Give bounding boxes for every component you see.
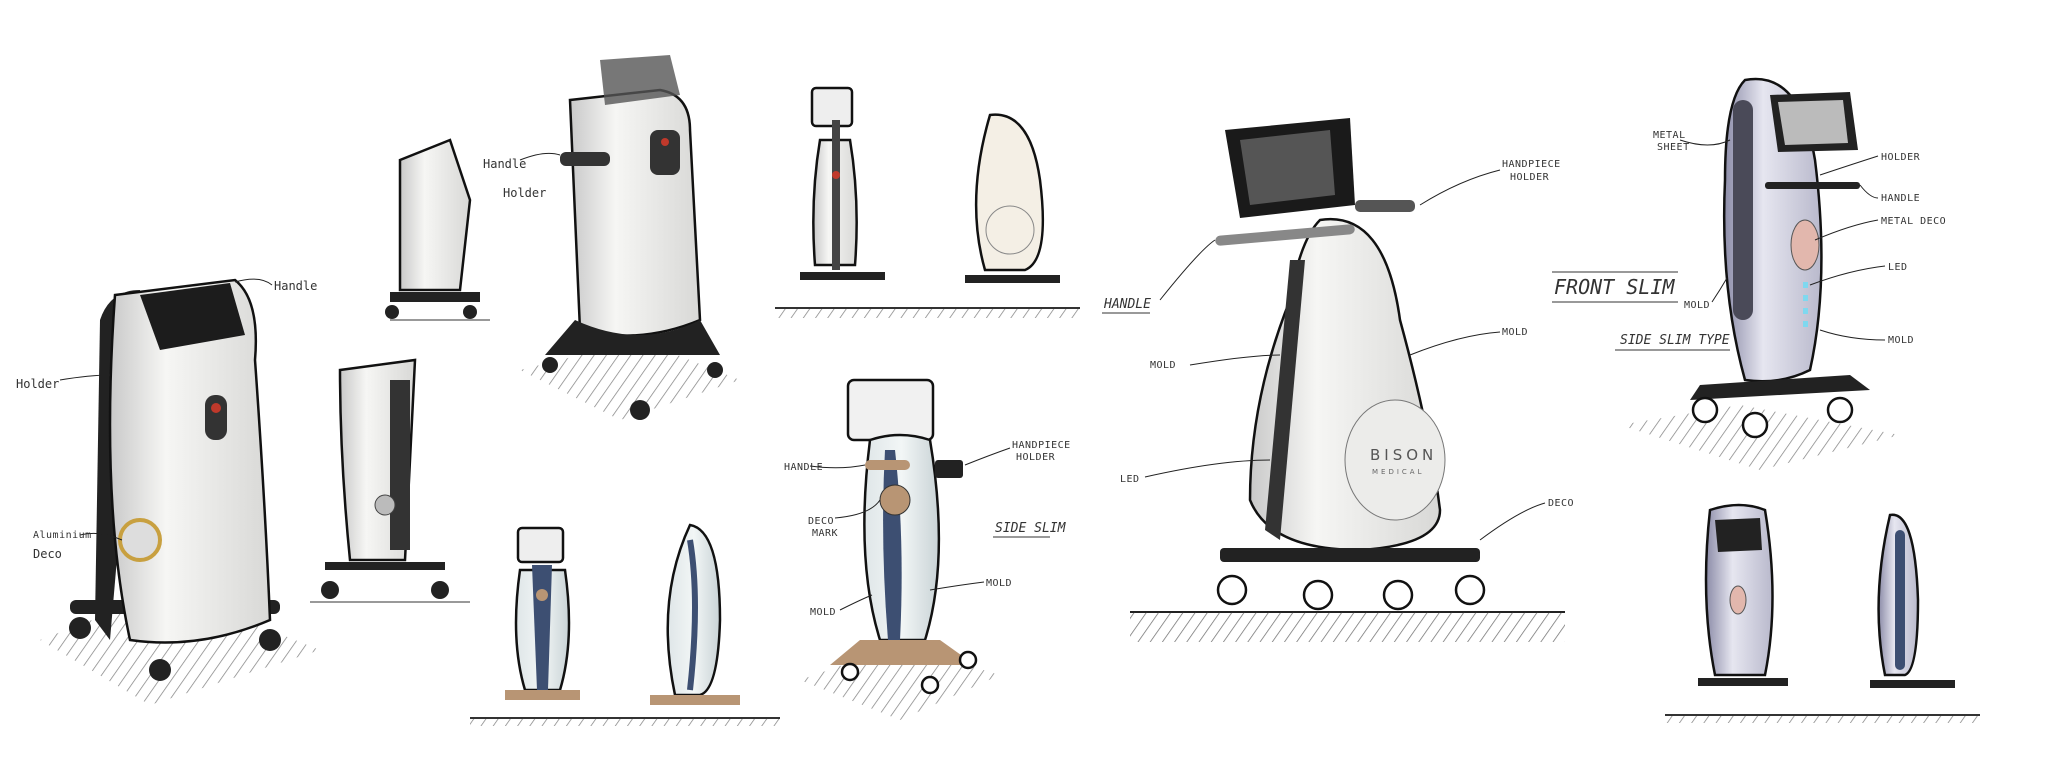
label-led: LED bbox=[1888, 262, 1908, 273]
screen bbox=[140, 283, 245, 350]
label-side-slim-title: SIDE SLIM bbox=[995, 521, 1067, 536]
device-sketch-side-small-a bbox=[385, 138, 490, 321]
label-deco: DECO bbox=[808, 516, 834, 527]
label-holder: HOLDER bbox=[1881, 152, 1921, 163]
device-sketch-side-slim: HANDLE HANDPIECE HOLDER DECO MARK SIDE S… bbox=[784, 378, 1071, 720]
label-mold-right: MOLD bbox=[1502, 327, 1528, 338]
body bbox=[568, 88, 702, 337]
device-sketch-large: BISON MEDICAL HANDLE HANDPIECE HOLDER MO… bbox=[1102, 118, 1574, 642]
device-sketch-lavender-front bbox=[1665, 503, 1980, 723]
label-handle: HANDLE bbox=[1103, 297, 1151, 312]
device-sketch-navy-front bbox=[470, 526, 780, 726]
label-mold-left: MOLD bbox=[1150, 360, 1176, 371]
label-metal: METAL bbox=[1653, 130, 1686, 141]
device-sketch-2: Handle Holder bbox=[483, 55, 740, 420]
device-sketch-side-top bbox=[965, 113, 1060, 283]
label-holder: HOLDER bbox=[1016, 452, 1056, 463]
brand-logo: BISON bbox=[1370, 446, 1437, 464]
device-sketch-front-slim: METAL SHEET HOLDER HANDLE METAL DECO LED… bbox=[1552, 77, 1946, 470]
label-holder: Holder bbox=[16, 377, 59, 391]
label-handle: HANDLE bbox=[784, 462, 823, 473]
label-handpiece: HANDPIECE bbox=[1502, 159, 1561, 170]
label-side-slim-type: SIDE SLIM TYPE bbox=[1620, 333, 1730, 348]
label-mold-left: MOLD bbox=[810, 607, 836, 618]
handle-bar bbox=[1215, 224, 1355, 246]
screen bbox=[846, 378, 935, 442]
label-holder: Holder bbox=[503, 186, 546, 200]
aluminium-deco-ring bbox=[118, 518, 162, 562]
device-sketch-side-small-b bbox=[310, 358, 470, 603]
device-sketch-1: Handle Holder Aluminium Deco bbox=[16, 278, 320, 705]
label-front-slim-title: FRONT SLIM bbox=[1554, 275, 1675, 299]
label-holder: HOLDER bbox=[1510, 172, 1550, 183]
label-mold-small: MOLD bbox=[1684, 300, 1710, 311]
device-sketch-front-top bbox=[775, 86, 1080, 318]
label-handpiece: HANDPIECE bbox=[1012, 440, 1071, 451]
label-handle: HANDLE bbox=[1881, 193, 1920, 204]
device-sketch-navy-side bbox=[650, 523, 740, 705]
brand-subtitle: MEDICAL bbox=[1372, 468, 1425, 476]
label-mark: MARK bbox=[812, 528, 838, 539]
label-deco: DECO bbox=[1548, 498, 1574, 509]
label-handle: Handle bbox=[274, 279, 317, 293]
label-led: LED bbox=[1120, 474, 1140, 485]
screen bbox=[600, 55, 680, 105]
handpiece-holder bbox=[1355, 200, 1415, 212]
label-deco: Deco bbox=[33, 547, 62, 561]
label-sheet: SHEET bbox=[1657, 142, 1690, 153]
label-mold: MOLD bbox=[1888, 335, 1914, 346]
label-metal-deco: METAL DECO bbox=[1881, 216, 1946, 227]
label-aluminium: Aluminium bbox=[33, 530, 92, 541]
label-mold-right: MOLD bbox=[986, 578, 1012, 589]
device-sketch-lavender-side bbox=[1870, 513, 1955, 688]
label-handle: Handle bbox=[483, 157, 526, 171]
